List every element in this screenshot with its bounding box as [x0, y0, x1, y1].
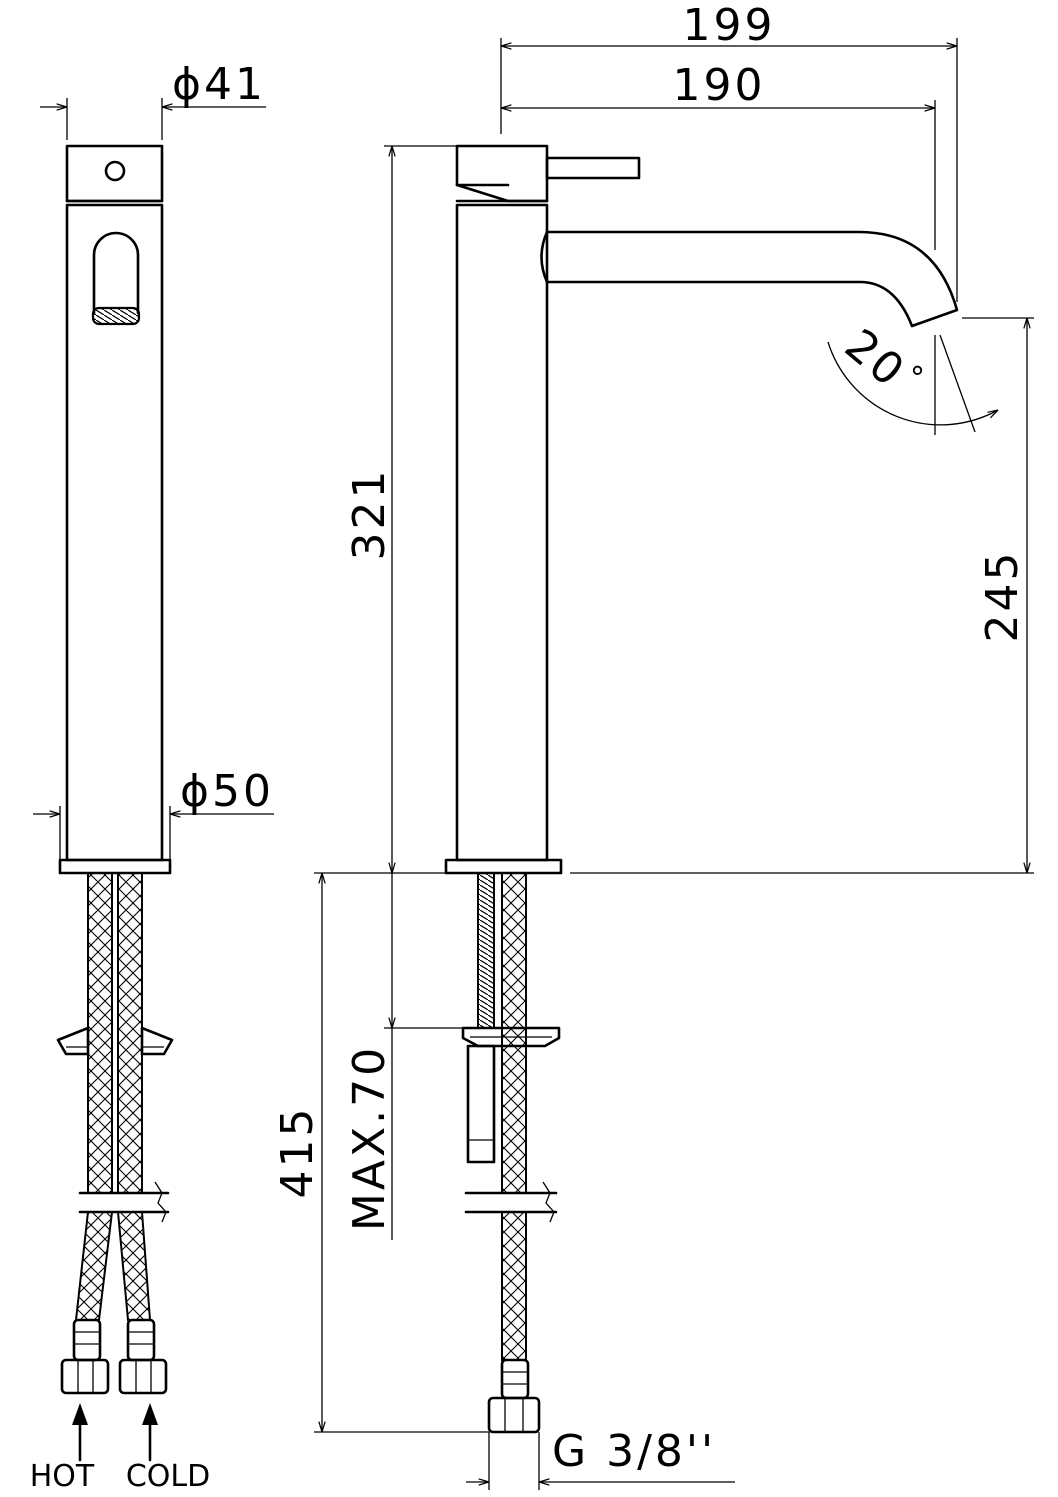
reach-190-label: 190: [673, 60, 766, 111]
thread-size-label: G 3/8'': [552, 1426, 716, 1477]
aerator: [91, 306, 141, 326]
mounting-nut-left: [56, 1026, 90, 1056]
diameter-50-label: ϕ50: [180, 766, 274, 817]
mounting-bracket: [461, 1026, 561, 1048]
threaded-rod: [477, 872, 495, 1029]
front-body: [65, 203, 164, 862]
angle-20-label: 20: [835, 319, 915, 398]
cold-fitting: [118, 1318, 168, 1395]
height-245-label: 245: [977, 550, 1028, 643]
hot-label: HOT: [30, 1459, 95, 1494]
front-handle-cap: [65, 144, 164, 203]
mounting-nut-right: [140, 1026, 174, 1056]
length-415-label: 415: [272, 1106, 323, 1199]
side-hose: [501, 872, 527, 1194]
hot-hose: [87, 872, 113, 1194]
handle-lever: [545, 156, 641, 180]
front-base-plate: [58, 858, 172, 875]
handle-lever-end: [104, 160, 126, 182]
side-body: [455, 203, 549, 862]
side-fitting: [487, 1358, 541, 1434]
spout: [545, 230, 959, 328]
reach-199-label: 199: [683, 0, 776, 51]
degree-symbol: °: [910, 361, 925, 396]
side-base-plate: [444, 858, 563, 875]
side-handle-cap: [455, 144, 549, 203]
height-321-label: 321: [344, 468, 395, 561]
diameter-41-label: ϕ41: [172, 59, 266, 110]
cold-hose: [117, 872, 143, 1194]
spout-outlet: [92, 231, 140, 315]
cold-label: COLD: [126, 1459, 210, 1494]
front-view: HOT COLD ϕ41 ϕ50: [30, 59, 274, 1494]
hot-fitting: [60, 1318, 110, 1395]
fixing-sleeve: [466, 1044, 496, 1164]
max-70-label: MAX.70: [344, 1045, 395, 1231]
side-view: 199 190 321 245 20 ° 415 MAX.70: [272, 0, 1034, 1490]
